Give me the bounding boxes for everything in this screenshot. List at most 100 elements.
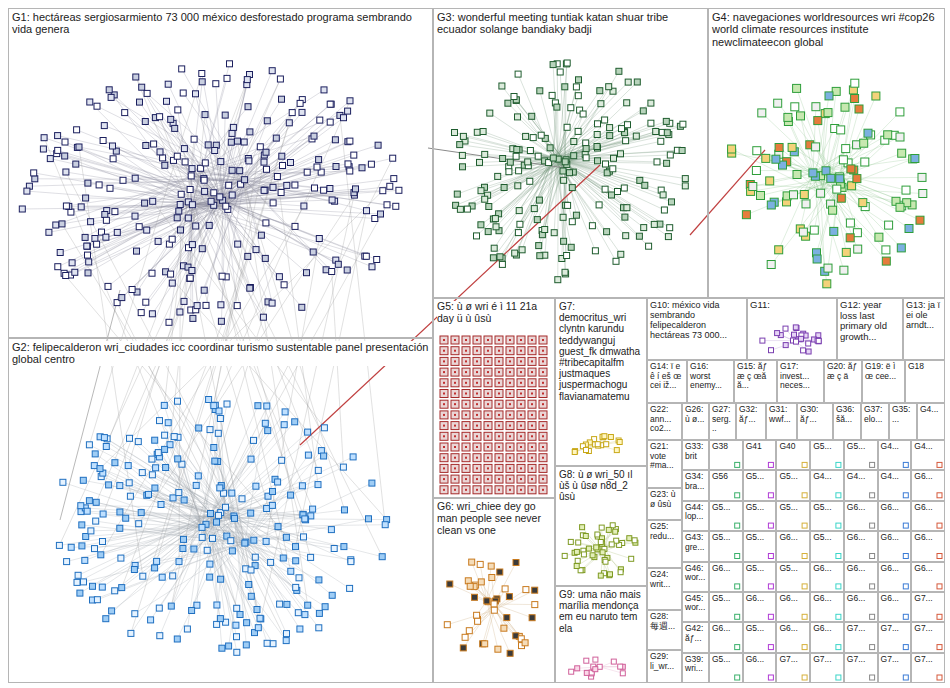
- vertex-square: [246, 582, 252, 588]
- network-edge: [226, 428, 325, 508]
- vertex-square: [609, 542, 614, 547]
- vertex-square: [127, 493, 133, 499]
- vertex-square: [82, 234, 88, 240]
- vertex-square: [251, 437, 257, 443]
- vertex-square: [218, 318, 224, 324]
- vertex-square: [611, 155, 617, 161]
- network-edge: [87, 511, 234, 518]
- vertex-square: [86, 498, 92, 504]
- vertex-square: [658, 138, 664, 144]
- vertex-square: [247, 129, 253, 135]
- network-edge: [211, 514, 226, 623]
- network-edge: [155, 440, 202, 527]
- vertex-square: [248, 510, 254, 516]
- vertex-square: [594, 144, 600, 150]
- network-edge: [540, 91, 558, 159]
- network-edge: [192, 205, 374, 219]
- inter-group-edge: [179, 230, 181, 562]
- network-edge: [553, 65, 558, 160]
- network-edge: [77, 130, 192, 176]
- network-edge: [514, 97, 565, 162]
- vertex-square: [328, 527, 334, 533]
- vertex-square: [799, 228, 807, 236]
- network-edge: [494, 158, 553, 248]
- vertex-square: [218, 576, 224, 582]
- network-edge: [487, 601, 510, 653]
- network-edge: [77, 514, 211, 583]
- vertex-square: [860, 139, 868, 147]
- vertex-square: [351, 152, 357, 158]
- network-edge: [558, 159, 663, 195]
- vertex-square: [239, 496, 245, 502]
- network-edge: [821, 193, 851, 238]
- vertex-square: [32, 176, 38, 182]
- vertex-square: [882, 246, 890, 254]
- vertex-square: [168, 603, 174, 609]
- vertex-square: [495, 646, 501, 652]
- vertex-square: [513, 560, 519, 566]
- network-edge: [202, 527, 299, 577]
- vertex-square: [321, 453, 327, 459]
- vertex-square: [568, 244, 574, 250]
- network-edge: [463, 604, 494, 648]
- vertex-square: [253, 483, 259, 489]
- vertex-square: [594, 132, 600, 138]
- network-edge: [184, 205, 192, 302]
- vertex-square: [217, 416, 223, 422]
- vertex-square: [94, 103, 100, 109]
- inter-group-edge: [224, 158, 393, 493]
- network-edge: [558, 120, 604, 159]
- vertex-square: [855, 105, 863, 113]
- vertex-square: [305, 602, 311, 608]
- vertex-square: [277, 76, 283, 82]
- vertex-square: [583, 146, 589, 152]
- vertex-square: [460, 645, 466, 651]
- vertex-square: [301, 534, 307, 540]
- vertex-square: [536, 243, 542, 249]
- vertex-square: [304, 270, 310, 276]
- vertex-square: [851, 95, 859, 103]
- vertex-square: [248, 593, 254, 599]
- vertex-square: [580, 525, 585, 530]
- vertex-square: [277, 601, 283, 607]
- vertex-square: [575, 93, 581, 99]
- vertex-square: [63, 169, 69, 175]
- vertex-square: [79, 543, 85, 549]
- vertex-square: [234, 605, 240, 611]
- vertex-square: [872, 92, 880, 100]
- vertex-square: [327, 119, 333, 125]
- vertex-square: [822, 167, 830, 175]
- vertex-square: [53, 222, 59, 228]
- vertex-square: [562, 269, 568, 275]
- vertex-square: [234, 649, 240, 655]
- vertex-square: [279, 153, 285, 159]
- vertex-square: [584, 448, 589, 453]
- vertex-square: [513, 153, 519, 159]
- vertex-square: [62, 153, 68, 159]
- vertex-square: [364, 208, 370, 214]
- network-edge: [762, 340, 793, 341]
- vertex-square: [57, 250, 63, 256]
- vertex-square: [538, 132, 544, 138]
- vertex-square: [243, 642, 249, 648]
- vertex-square: [303, 517, 309, 523]
- vertex-square: [576, 77, 582, 83]
- network-edge: [171, 180, 245, 274]
- network-edge: [211, 514, 383, 557]
- vertex-square: [911, 155, 919, 163]
- inter-group-edge: [428, 148, 565, 168]
- vertex-square: [248, 456, 254, 462]
- vertex-square: [222, 112, 228, 118]
- vertex-square: [584, 658, 589, 663]
- vertex-square: [189, 268, 195, 274]
- vertex-square: [92, 236, 98, 242]
- vertex-square: [310, 249, 316, 255]
- vertex-square: [611, 659, 616, 664]
- vertex-square: [187, 276, 193, 282]
- vertex-square: [897, 244, 905, 252]
- vertex-square: [347, 585, 353, 591]
- network-edge: [191, 111, 347, 176]
- vertex-square: [501, 185, 507, 191]
- vertex-square: [156, 605, 162, 611]
- network-edge: [191, 176, 387, 205]
